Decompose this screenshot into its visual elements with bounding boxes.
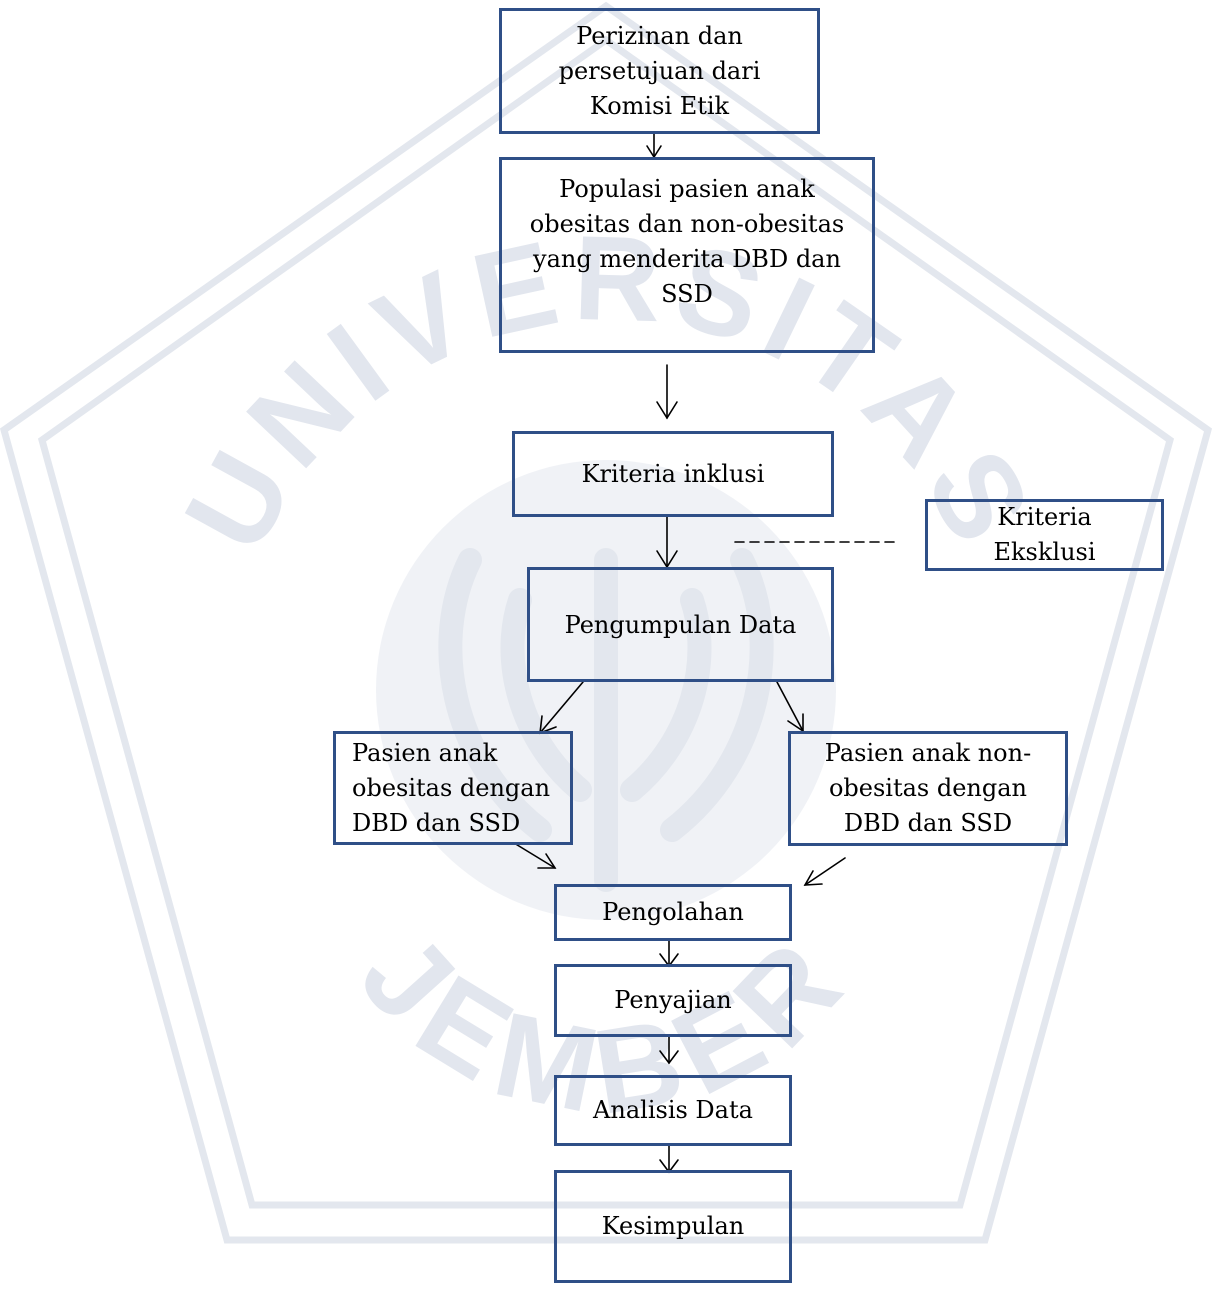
box-kriteria-inklusi-label: Kriteria inklusi (581, 459, 765, 488)
box-analisis-data: Analisis Data (554, 1075, 792, 1146)
box-pasien-obesitas-line: Pasien anak (352, 738, 498, 767)
box-pasien-non-obesitas-line: DBD dan SSD (843, 809, 1013, 837)
box-pasien-non-obesitas-line: obesitas dengan (828, 774, 1028, 802)
box-populasi-line: SSD (661, 280, 713, 308)
watermark-pentagon-outer (0, 1, 1212, 1244)
arrow-non-obesitas-to-pengolahan (803, 857, 846, 886)
arrow-analisis-to-kesimpulan (659, 1144, 679, 1174)
box-pasien-obesitas-line: obesitas dengan (352, 773, 551, 802)
arrow-penyajian-to-analisis (659, 1036, 679, 1065)
box-pasien-obesitas: Pasien anak obesitas dengan DBD dan SSD (333, 731, 573, 845)
box-populasi-line: obesitas dan non-obesitas (529, 210, 845, 238)
box-pasien-obesitas-line: DBD dan SSD (352, 808, 521, 837)
arrow-inklusi-to-pengumpulan (656, 515, 678, 569)
arrow-pengumpulan-to-obesitas (539, 681, 584, 735)
box-pengolahan-label: Pengolahan (602, 898, 744, 926)
box-pengumpulan-data-label: Pengumpulan Data (564, 611, 797, 639)
watermark-pentagon-inner (37, 35, 1175, 1209)
arrow-populasi-to-inklusi (656, 364, 678, 420)
box-pasien-non-obesitas-line: Pasien anak non- (824, 739, 1032, 767)
box-kesimpulan-label: Kesimpulan (601, 1212, 745, 1240)
box-penyajian: Penyajian (554, 964, 792, 1037)
box-pengolahan: Pengolahan (554, 884, 792, 941)
box-populasi: Populasi pasien anak obesitas dan non-ob… (499, 157, 875, 353)
box-kriteria-inklusi: Kriteria inklusi (512, 431, 834, 517)
arrow-obesitas-to-pengolahan (513, 842, 557, 869)
arrow-perizinan-to-populasi (646, 132, 662, 159)
box-kriteria-eksklusi: Kriteria Eksklusi (925, 499, 1164, 571)
box-pasien-non-obesitas: Pasien anak non- obesitas dengan DBD dan… (788, 731, 1068, 846)
box-penyajian-label: Penyajian (614, 986, 732, 1014)
box-populasi-line: yang menderita DBD dan (533, 245, 841, 273)
arrow-pengolahan-to-penyajian (659, 939, 679, 968)
box-perizinan-line: Komisi Etik (589, 91, 730, 120)
box-kriteria-eksklusi-line: Kriteria (997, 503, 1092, 531)
box-populasi-line: Populasi pasien anak (559, 175, 815, 203)
box-analisis-data-label: Analisis Data (593, 1096, 753, 1124)
arrow-pengumpulan-to-non-obesitas (776, 681, 804, 733)
box-perizinan-line: Perizinan dan (576, 21, 743, 50)
box-perizinan: Perizinan dan persetujuan dari Komisi Et… (499, 8, 820, 134)
box-kriteria-eksklusi-line: Eksklusi (993, 538, 1096, 566)
box-kesimpulan: Kesimpulan (554, 1170, 792, 1283)
box-perizinan-line: persetujuan dari (558, 56, 761, 85)
box-pengumpulan-data: Pengumpulan Data (527, 567, 834, 682)
